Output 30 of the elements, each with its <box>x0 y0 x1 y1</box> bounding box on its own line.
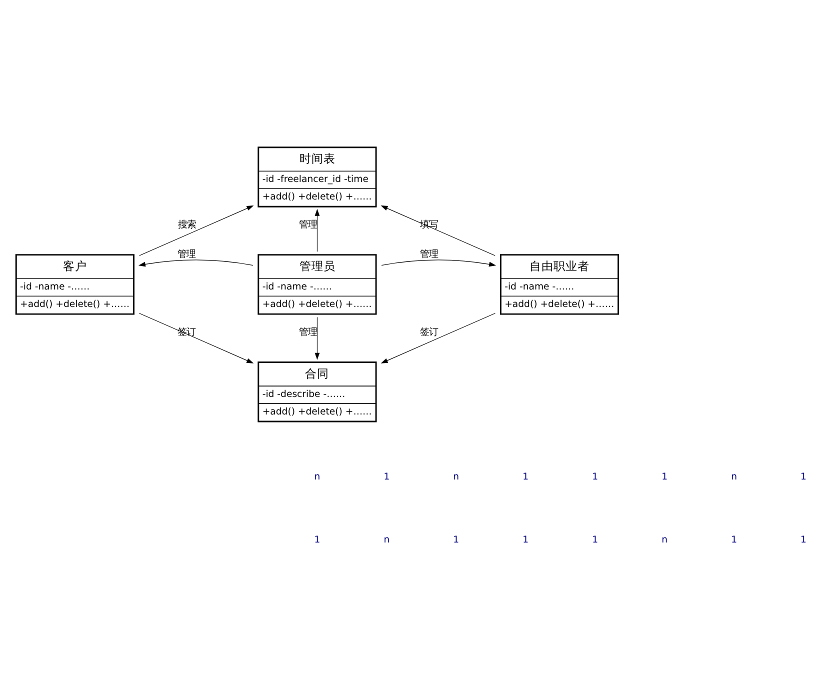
arrow <box>314 316 320 360</box>
arrow <box>380 204 496 256</box>
label: 1 <box>662 470 668 482</box>
edge-label: 管理 <box>298 219 317 230</box>
label: 1 <box>592 534 598 545</box>
arrow <box>139 204 254 256</box>
label: 1 <box>800 534 806 545</box>
label: 1 <box>522 534 529 545</box>
label: n <box>731 470 738 482</box>
label: 1 <box>522 470 529 482</box>
arrow <box>314 208 320 252</box>
arrow <box>381 259 496 266</box>
label: n <box>453 470 460 482</box>
label: n <box>384 534 390 545</box>
label: 1 <box>384 470 390 482</box>
arrow <box>138 259 254 266</box>
label: n <box>662 534 668 545</box>
label: 1 <box>800 470 806 482</box>
label: 1 <box>592 470 598 482</box>
label: 1 <box>314 534 320 545</box>
edge-label: 搜索 <box>178 219 196 230</box>
edge-label: 管理 <box>420 248 438 260</box>
label: n <box>314 470 320 482</box>
edge-label: 签订 <box>420 326 438 338</box>
arrow <box>380 312 496 363</box>
edge-label: 管理 <box>178 248 196 260</box>
label: 1 <box>453 534 460 545</box>
arrow <box>138 312 254 363</box>
edge-label: 管理 <box>298 326 317 338</box>
label: 1 <box>731 534 738 545</box>
